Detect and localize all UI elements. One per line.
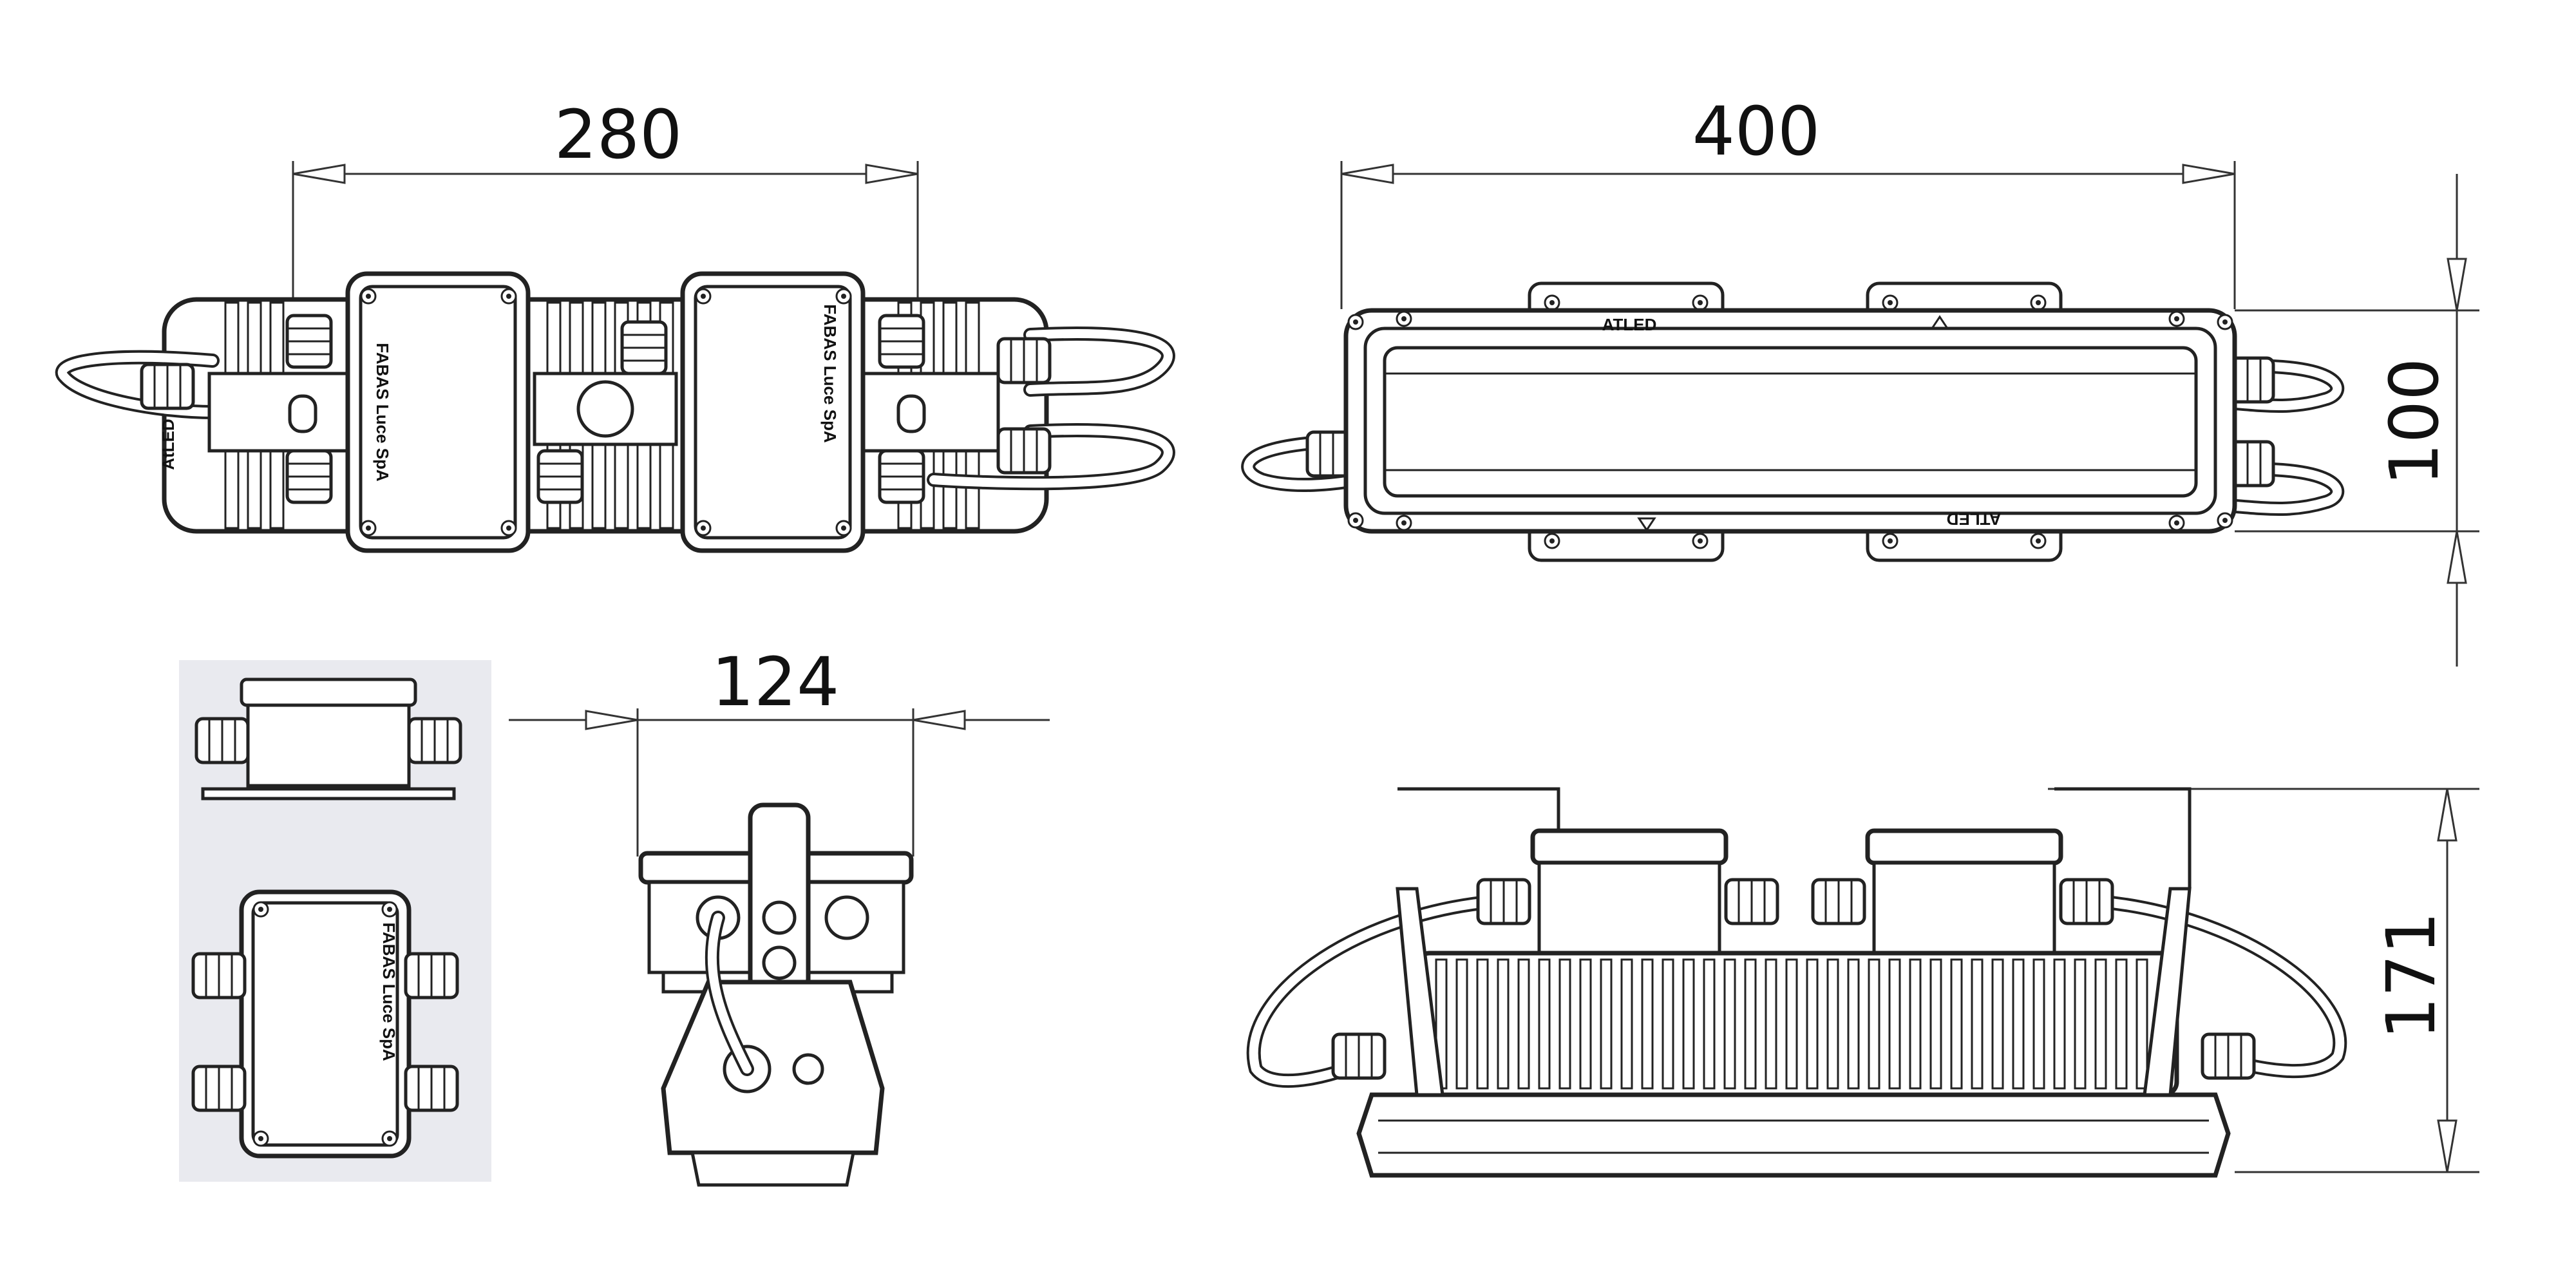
dimension-label-400: 400 [1692, 92, 1821, 171]
dimension-124: 124 [509, 643, 1050, 857]
top-view-left: 280 [55, 95, 1175, 553]
junction-box-right: FABAS Luce SpA [680, 271, 866, 553]
dimension-171: 171 [2048, 788, 2479, 1173]
dimension-400: 400 [1340, 92, 2236, 309]
dimension-label-280: 280 [554, 95, 683, 174]
side-view-middle: 124 [509, 643, 1050, 1187]
heatsink-fins-elevation [1435, 958, 2148, 1090]
junction-box-left: FABAS Luce SpA [345, 271, 531, 553]
box-label-left: FABAS Luce SpA [373, 343, 392, 481]
dimension-label-100: 100 [2375, 358, 2454, 486]
dimension-label-124: 124 [712, 643, 840, 721]
dimension-280: 280 [292, 95, 919, 303]
inset-view: FABAS Luce SpA [179, 660, 491, 1182]
brand-label-bottom: ATLED [1947, 509, 2002, 529]
dimension-100: 100 [2235, 174, 2479, 667]
brand-label-top: ATLED [1602, 315, 1657, 334]
side-label: AtLED [158, 419, 178, 469]
box-label-inset: FABAS Luce SpA [379, 922, 399, 1061]
elevation-view-right: 171 [1246, 787, 2479, 1178]
front-view-right: 400 100 [1241, 92, 2479, 667]
dimension-label-171: 171 [2372, 912, 2450, 1040]
box-label-right: FABAS Luce SpA [820, 304, 840, 442]
